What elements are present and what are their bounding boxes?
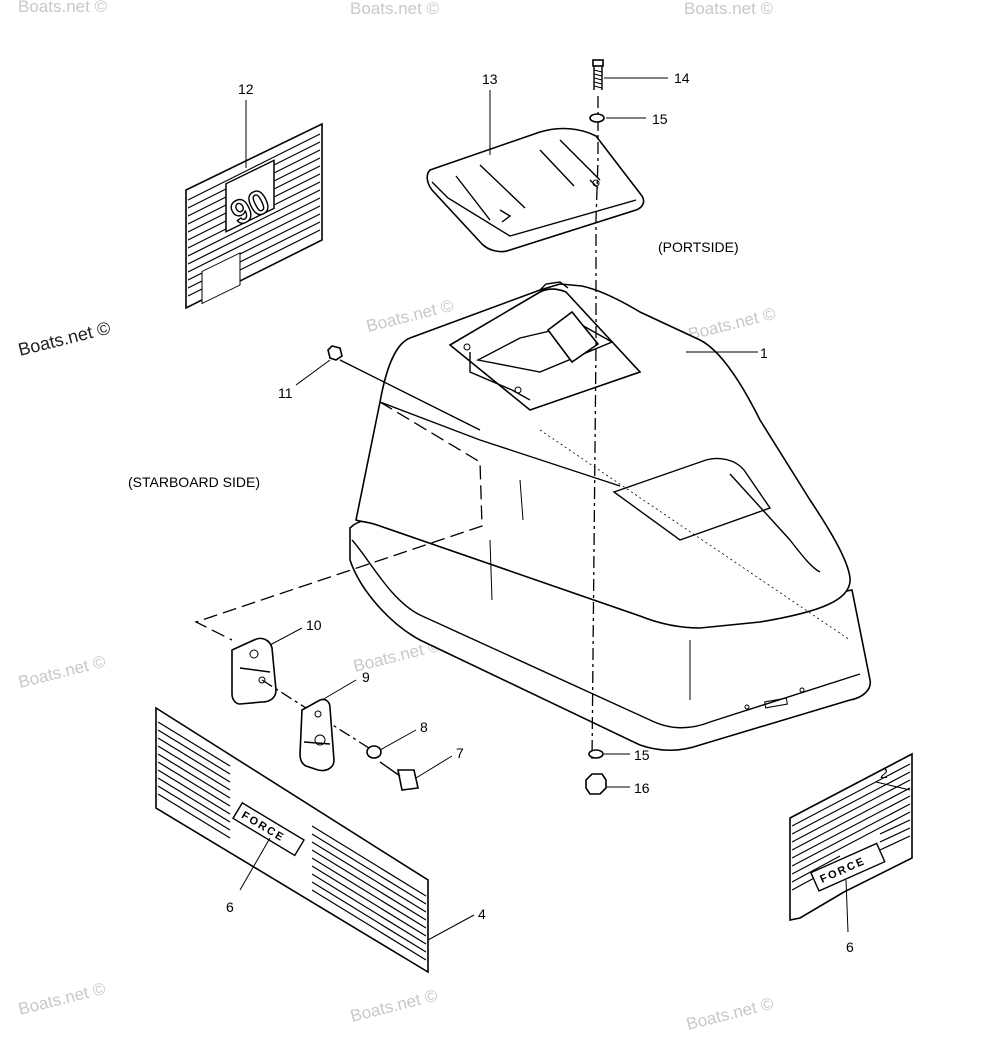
watermark: Boats.net © bbox=[686, 304, 777, 344]
part-number-4: 4 bbox=[478, 906, 486, 922]
part-number-9: 9 bbox=[362, 669, 370, 685]
part-number-11: 11 bbox=[278, 385, 293, 401]
part-number-14: 14 bbox=[674, 70, 690, 86]
watermark: Boats.net © bbox=[684, 994, 775, 1034]
part-number-12: 12 bbox=[238, 81, 254, 97]
part-numbers: 1 2 4 6 6 7 8 9 10 11 12 13 14 15 15 16 bbox=[226, 70, 888, 955]
part-number-15-top: 15 bbox=[652, 111, 668, 127]
part-number-8: 8 bbox=[420, 719, 428, 735]
watermark: Boats.net © bbox=[350, 0, 440, 18]
washer-part-15-top bbox=[589, 113, 605, 123]
watermark: Boats.net © bbox=[16, 979, 107, 1019]
watermark: Boats.net © bbox=[16, 652, 107, 692]
latch-leader-dashed bbox=[194, 401, 483, 641]
washer-part-15-bottom bbox=[588, 749, 604, 759]
assembly-axis bbox=[591, 96, 599, 761]
nut-part-16 bbox=[585, 773, 607, 795]
screw-part-7 bbox=[379, 761, 419, 791]
bracket-part-9 bbox=[299, 698, 335, 772]
part-number-7: 7 bbox=[456, 745, 464, 761]
cowl-part-1 bbox=[349, 281, 872, 752]
cover-part-13 bbox=[426, 127, 645, 253]
part-number-15-bottom: 15 bbox=[634, 747, 650, 763]
watermark-dark: Boats.net © bbox=[16, 318, 112, 360]
starboard-side-label: (STARBOARD SIDE) bbox=[128, 474, 260, 490]
screw-part-11 bbox=[327, 345, 481, 431]
screw-part-14 bbox=[592, 59, 604, 90]
leader-lines bbox=[239, 77, 911, 941]
decal-part-2: FORCE bbox=[789, 752, 913, 921]
decal-part-12: 90 bbox=[185, 122, 323, 310]
portside-label: (PORTSIDE) bbox=[658, 239, 739, 255]
watermark: Boats.net © bbox=[684, 0, 774, 18]
washer-part-8 bbox=[366, 745, 382, 759]
part-number-2: 2 bbox=[880, 765, 888, 781]
latch-part-10 bbox=[231, 637, 277, 705]
part-number-13: 13 bbox=[482, 71, 498, 87]
decal-part-4: FORCE bbox=[155, 706, 429, 974]
watermark: Boats.net © bbox=[18, 0, 108, 16]
part-number-1: 1 bbox=[760, 345, 768, 361]
watermark: Boats.net © bbox=[348, 986, 439, 1026]
part-number-16: 16 bbox=[634, 780, 650, 796]
part-number-6-right: 6 bbox=[846, 939, 854, 955]
part-number-10: 10 bbox=[306, 617, 322, 633]
part-number-6-left: 6 bbox=[226, 899, 234, 915]
latch-axis bbox=[261, 679, 373, 751]
